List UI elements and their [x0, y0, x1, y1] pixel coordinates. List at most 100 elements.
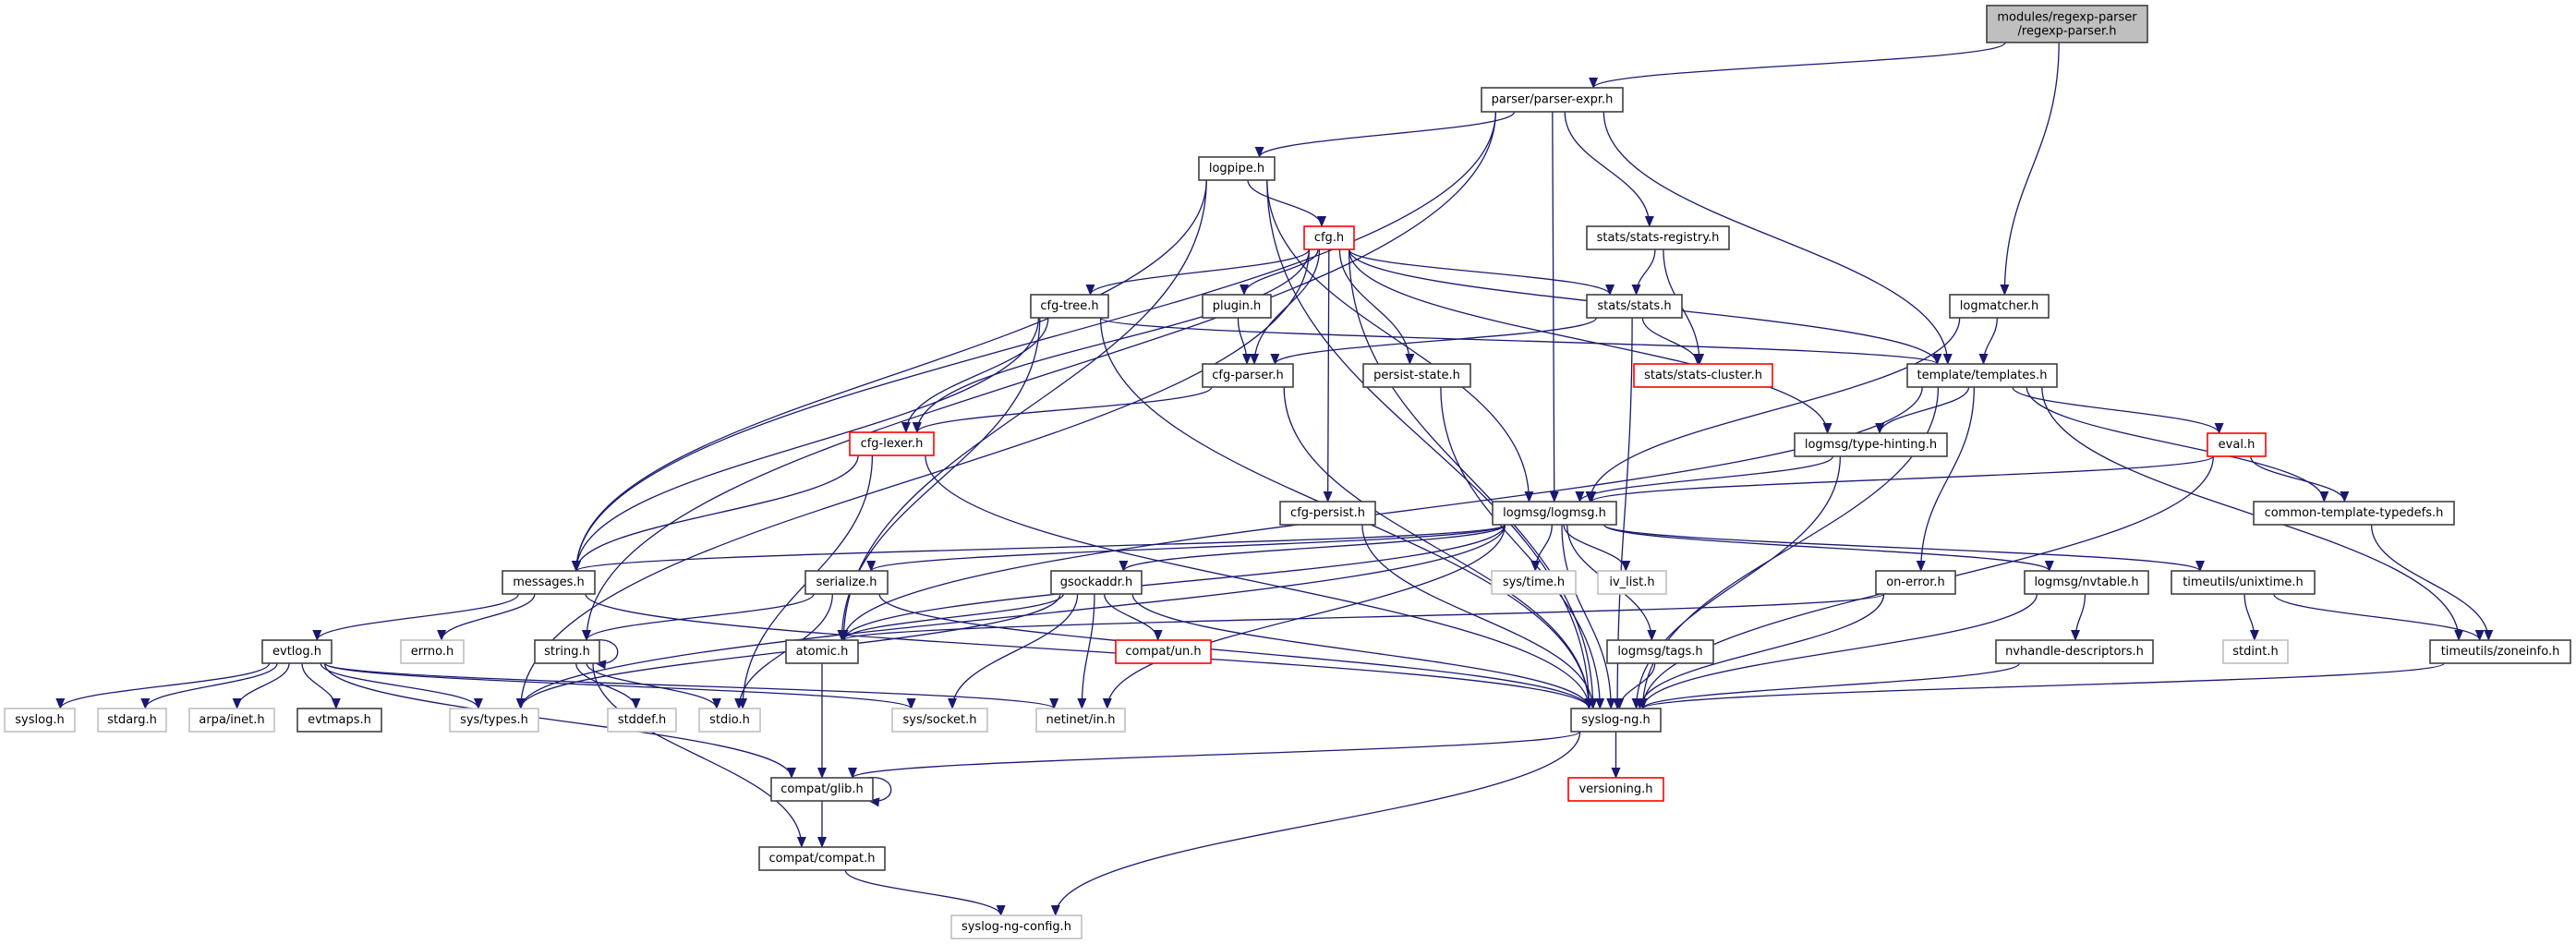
node-box [2024, 570, 2149, 595]
node-label: eval.h [2219, 438, 2256, 452]
node-persist-state[interactable]: persist-state.h [1362, 363, 1471, 388]
node-label: sys/time.h [1503, 575, 1565, 589]
node-label: logmatcher.h [1960, 299, 2038, 313]
edge-parser_expr-to-logmsg [1549, 111, 1559, 503]
node-logpipe[interactable]: logpipe.h [1198, 156, 1276, 181]
edge-evtlog-to-stdarg [140, 662, 278, 709]
node-plugin[interactable]: plugin.h [1202, 294, 1272, 319]
node-versioning[interactable]: versioning.h [1567, 777, 1664, 802]
edge-eval-to-ctt [2250, 455, 2350, 503]
node-evtlog[interactable]: evtlog.h [261, 639, 333, 664]
node-cfg[interactable]: cfg.h [1303, 225, 1355, 250]
node-cfg-tree[interactable]: cfg-tree.h [1030, 294, 1109, 319]
node-box [1030, 294, 1109, 319]
node-stdint[interactable]: stdint.h [2222, 639, 2289, 664]
node-label: gsockaddr.h [1060, 575, 1132, 589]
edge-cfg_persist-to-syslog_ng [1361, 524, 1598, 709]
node-label: cfg-tree.h [1040, 299, 1098, 313]
node-tags[interactable]: logmsg/tags.h [1606, 639, 1714, 664]
node-compat[interactable]: compat/compat.h [758, 846, 886, 871]
node-unixtime[interactable]: timeutils/unixtime.h [2171, 570, 2316, 595]
node-label: cfg-persist.h [1290, 506, 1365, 520]
node-arpa[interactable]: arpa/inet.h [188, 708, 275, 733]
node-nvtable[interactable]: logmsg/nvtable.h [2024, 570, 2149, 595]
node-label: parser/parser-expr.h [1492, 93, 1614, 107]
node-box [1949, 294, 2050, 319]
node-logmatcher[interactable]: logmatcher.h [1949, 294, 2050, 319]
node-box [1279, 501, 1376, 526]
node-box [1202, 294, 1272, 319]
edge-root-to-parser_expr [1589, 42, 2006, 89]
node-sys-time[interactable]: sys/time.h [1491, 570, 1577, 595]
edge-messages-to-errno [437, 593, 536, 641]
node-cfg-lexer[interactable]: cfg-lexer.h [849, 431, 935, 456]
edge-logmsg-to-unixtime [1602, 524, 2205, 572]
node-gsockaddr[interactable]: gsockaddr.h [1050, 570, 1143, 595]
node-box [1586, 294, 1683, 319]
node-box [449, 708, 539, 733]
node-compat-un[interactable]: compat/un.h [1115, 639, 1212, 664]
node-stats-registry[interactable]: stats/stats-registry.h [1586, 225, 1730, 250]
node-stats-cluster[interactable]: stats/stats-cluster.h [1633, 363, 1773, 388]
node-label: stdio.h [709, 713, 750, 727]
node-cfg-persist[interactable]: cfg-persist.h [1279, 501, 1376, 526]
edges-layer [55, 42, 2494, 916]
node-stats[interactable]: stats/stats.h [1586, 294, 1683, 319]
edge-parser_expr-to-logpipe [1254, 111, 1516, 158]
node-label: logpipe.h [1209, 162, 1264, 176]
node-sys-types[interactable]: sys/types.h [449, 708, 539, 733]
node-stdio[interactable]: stdio.h [698, 708, 761, 733]
node-box [1035, 708, 1126, 733]
edge-syslog_ng-to-glib [848, 731, 1581, 779]
node-evtmaps[interactable]: evtmaps.h [296, 708, 382, 733]
node-label: cfg.h [1314, 231, 1344, 245]
node-label: persist-state.h [1373, 369, 1460, 382]
node-stdarg[interactable]: stdarg.h [97, 708, 167, 733]
edge-zoneinfo-to-syslog_ng [1639, 662, 2445, 709]
edge-cfg_tree-to-messages [572, 317, 1040, 572]
node-messages[interactable]: messages.h [502, 570, 596, 595]
edge-string-to-stdio [586, 662, 721, 709]
node-eval[interactable]: eval.h [2207, 432, 2267, 457]
node-label: compat/un.h [1125, 645, 1201, 659]
node-serialize[interactable]: serialize.h [804, 570, 889, 595]
node-glib[interactable]: compat/glib.h [770, 777, 874, 802]
node-nvhandle[interactable]: nvhandle-descriptors.h [1995, 639, 2154, 664]
node-type-hinting[interactable]: logmsg/type-hinting.h [1794, 432, 1948, 457]
node-on-error[interactable]: on-error.h [1875, 570, 1956, 595]
edge-stats-to-stats_cluster [1641, 317, 1703, 365]
node-ctt[interactable]: common-template-typedefs.h [2253, 501, 2455, 526]
node-errno[interactable]: errno.h [400, 639, 465, 664]
edge-nvtable-to-nvhandle [2071, 593, 2086, 641]
node-syslog-ng[interactable]: syslog-ng.h [1570, 708, 1662, 733]
node-logmsg[interactable]: logmsg/logmsg.h [1492, 501, 1617, 526]
node-label: compat/glib.h [780, 782, 864, 796]
node-zoneinfo[interactable]: timeutils/zoneinfo.h [2429, 639, 2571, 664]
edge-logmsg-to-iv_list [1563, 524, 1631, 572]
edge-string-to-string [593, 639, 619, 670]
edge-evtlog-to-evtmaps [301, 662, 341, 709]
node-sys-socket[interactable]: sys/socket.h [891, 708, 988, 733]
node-stddef[interactable]: stddef.h [607, 708, 677, 733]
node-box [1986, 5, 2148, 43]
node-root[interactable]: modules/regexp-parser/regexp-parser.h [1986, 5, 2148, 43]
node-string[interactable]: string.h [534, 639, 600, 664]
node-box [698, 708, 761, 733]
node-box [1202, 363, 1294, 388]
node-label: timeutils/unixtime.h [2183, 575, 2304, 589]
node-netinet[interactable]: netinet/in.h [1035, 708, 1126, 733]
edge-parser_expr-to-stats_registry [1564, 111, 1654, 227]
node-syslog[interactable]: syslog.h [4, 708, 76, 733]
edge-evtlog-to-sys_socket [323, 662, 916, 709]
node-templates[interactable]: template/templates.h [1906, 363, 2058, 388]
node-config[interactable]: syslog-ng-config.h [950, 915, 1082, 939]
edge-serialize-to-syslog_ng [878, 593, 1594, 709]
node-cfg-parser[interactable]: cfg-parser.h [1202, 363, 1294, 388]
node-parser-expr[interactable]: parser/parser-expr.h [1481, 87, 1624, 113]
edge-logmsg-to-netinet [1102, 524, 1506, 709]
node-box [1597, 570, 1667, 595]
edge-gsockaddr-to-compat_un [1104, 593, 1163, 641]
node-iv-list[interactable]: iv_list.h [1597, 570, 1667, 595]
edge-parser_expr-to-messages [572, 111, 1496, 572]
node-atomic[interactable]: atomic.h [785, 639, 859, 664]
